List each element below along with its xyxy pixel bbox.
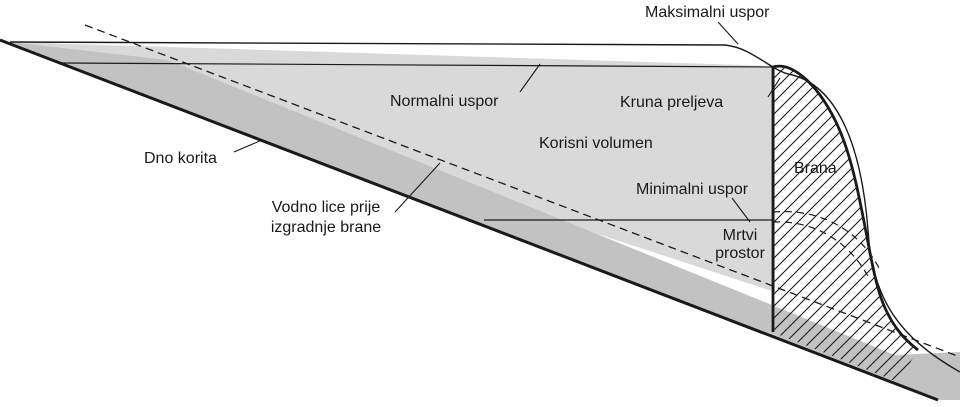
seepage-curve-upper: [772, 210, 881, 271]
leader-minimalni-uspor: [731, 197, 751, 223]
maximum-backwater-line: [9, 41, 960, 373]
label-dno-korita: Dno korita: [144, 150, 217, 167]
label-vodno-lice-line2: izgradnje brane: [271, 219, 381, 236]
dam-outline: [772, 64, 919, 352]
normal-backwater-line: [61, 62, 776, 68]
label-korisni-volumen: Korisni volumen: [539, 135, 653, 152]
leader-dno-korita: [233, 139, 263, 153]
leader-maksimalni-uspor: [717, 21, 739, 45]
label-vodno-lice-line1: Vodno lice prije: [272, 199, 381, 216]
label-brana: Brana: [794, 160, 837, 177]
leader-normalni-uspor: [519, 63, 541, 93]
river-bed-line: [0, 38, 939, 402]
label-mrtvi: Mrtvi: [723, 227, 758, 244]
label-prostor: prostor: [715, 245, 765, 262]
label-normalni-uspor: Normalni uspor: [390, 93, 499, 110]
dam-body: [772, 66, 918, 382]
label-maksimalni-uspor: Maksimalni uspor: [645, 4, 770, 21]
label-minimalni-uspor: Minimalni uspor: [636, 181, 749, 198]
riverbed-band: [10, 42, 960, 400]
leader-kruna-preljeva: [767, 77, 781, 98]
leader-vodno-lice: [394, 162, 441, 213]
label-kruna-preljeva: Kruna preljeva: [620, 94, 723, 111]
seepage-curve-lower: [772, 221, 871, 281]
